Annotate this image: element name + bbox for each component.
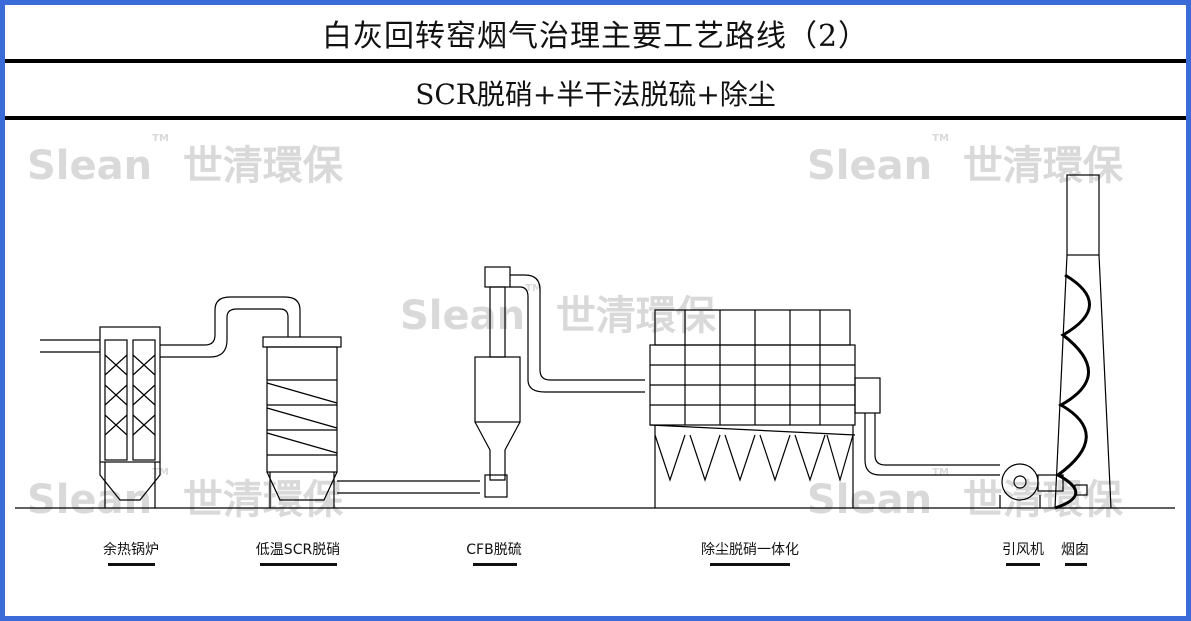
induced-draft-fan [999, 463, 1064, 508]
label-fan: 引风机 [1002, 542, 1044, 558]
diagram-frame: 白灰回转窑烟气治理主要工艺路线（2） SCR脱硝+半干法脱硫+除尘 SleanT… [5, 5, 1186, 616]
label-underline [473, 563, 517, 566]
watermark-logo: SleanTM 世清環保 [807, 467, 1123, 523]
label-underline [260, 563, 337, 566]
watermark-logo: SleanTM 世清環保 [807, 133, 1123, 189]
process-flow-drawing [15, 174, 1175, 510]
watermark-logo: SleanTM 世清環保 [400, 283, 716, 339]
inlet-duct [40, 339, 100, 353]
watermark-logo: SleanTM 世清環保 [27, 133, 343, 189]
scr-reactor [262, 336, 342, 508]
label-underline [1065, 563, 1087, 566]
label-underline [710, 563, 790, 566]
dust-collector-denitrification-unit [649, 309, 1000, 508]
cfb-desulfurization-tower [474, 266, 645, 498]
label-low-temp-scr: 低温SCR脱硝 [255, 542, 341, 558]
label-underline [108, 563, 155, 566]
divider [5, 59, 1186, 63]
label-dust-collector: 除尘脱硝一体化 [701, 542, 799, 558]
label-underline [1006, 563, 1040, 566]
label-cfb-desulfurization: CFB脱硫 [466, 542, 522, 558]
duct-scr-to-cfb [337, 480, 480, 494]
duct-boiler-to-scr [160, 296, 301, 358]
page-title: 白灰回转窑烟气治理主要工艺路线（2） [321, 19, 870, 54]
divider [5, 116, 1186, 120]
label-chimney: 烟囱 [1061, 542, 1089, 558]
label-waste-heat-boiler: 余热锅炉 [103, 542, 159, 558]
page-subtitle: SCR脱硝+半干法脱硫+除尘 [415, 78, 776, 111]
chimney [1054, 174, 1112, 510]
waste-heat-boiler [99, 326, 161, 508]
